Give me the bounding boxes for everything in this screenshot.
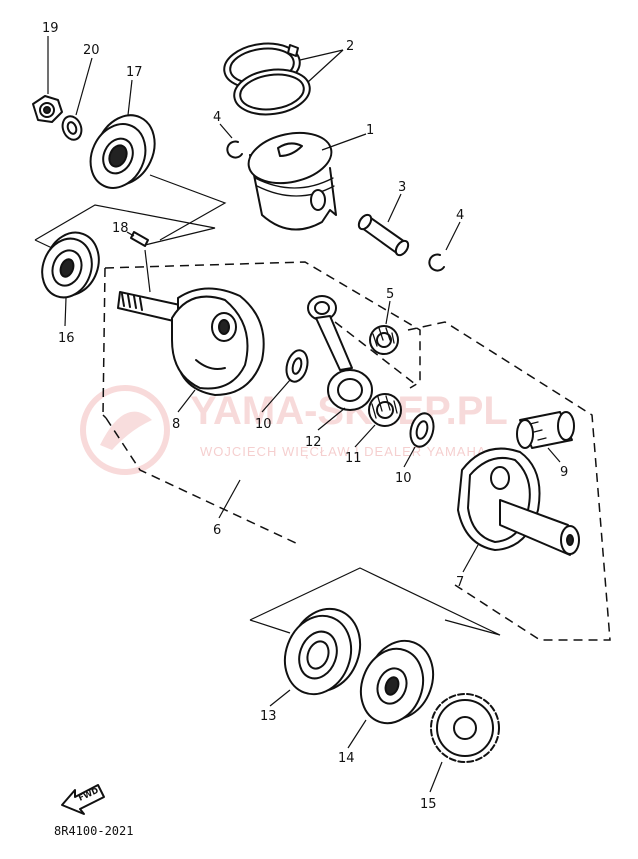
thrust-washer-part-10a [285, 349, 309, 383]
diagram-code: 8R4100-2021 [54, 824, 133, 838]
callout-16: 16 [58, 331, 75, 346]
piston-pin-part-3 [357, 213, 410, 257]
callout-19: 19 [42, 21, 59, 36]
circlip-part-4a [226, 140, 243, 159]
callout-5: 5 [386, 287, 394, 302]
bearing-part-16 [41, 231, 100, 299]
fwd-arrow-icon: FWD [61, 784, 105, 815]
crank-half-part-8 [117, 287, 265, 396]
callout-3: 3 [398, 180, 406, 195]
callout-13: 13 [260, 709, 277, 724]
needle-bearing-part-11 [368, 393, 402, 427]
callout-7: 7 [456, 575, 464, 590]
callout-8: 8 [172, 417, 180, 432]
watermark: YAMA-SKLEP.PL WOJCIECH WIĘCŁAW | DEALER … [80, 385, 508, 475]
callout-20: 20 [83, 43, 100, 58]
gear-part-15 [430, 693, 500, 763]
crankshaft-assembly-outline [102, 261, 611, 641]
thrust-washer-part-10b [409, 412, 435, 448]
connecting-rod-part-12 [307, 295, 373, 411]
watermark-subtitle: WOJCIECH WIĘCŁAW | DEALER YAMAHA [200, 444, 487, 459]
callout-labels: 19 20 17 2 4 1 3 4 18 16 5 8 10 12 11 10… [42, 21, 568, 812]
callout-10b: 10 [395, 471, 412, 486]
bearing-group-outline [34, 174, 501, 636]
callout-6: 6 [213, 523, 221, 538]
oil-seal-part-14 [359, 639, 435, 725]
callout-4a: 4 [213, 110, 221, 125]
circlip-part-4b [428, 253, 445, 272]
callout-10a: 10 [255, 417, 272, 432]
crank-pin-part-9 [516, 411, 575, 449]
callout-15: 15 [420, 797, 437, 812]
callout-17: 17 [126, 65, 143, 80]
crank-half-part-7 [457, 447, 580, 556]
callout-11: 11 [345, 451, 362, 466]
callout-9: 9 [560, 465, 568, 480]
callout-12: 12 [305, 435, 322, 450]
piston-rings-part-2 [223, 42, 311, 116]
piston-part-1 [247, 131, 337, 231]
callout-4b: 4 [456, 208, 464, 223]
nut-part-19 [32, 95, 63, 123]
bearing-part-13 [283, 607, 362, 696]
callout-18: 18 [112, 221, 129, 236]
needle-bearing-part-5 [369, 325, 399, 355]
callout-1: 1 [366, 123, 374, 138]
bearing-part-17 [89, 114, 156, 189]
woodruff-key-part-18 [130, 231, 149, 247]
callout-leaders [47, 36, 561, 793]
callout-14: 14 [338, 751, 355, 766]
callout-2: 2 [346, 39, 354, 54]
washer-part-20 [61, 115, 83, 141]
